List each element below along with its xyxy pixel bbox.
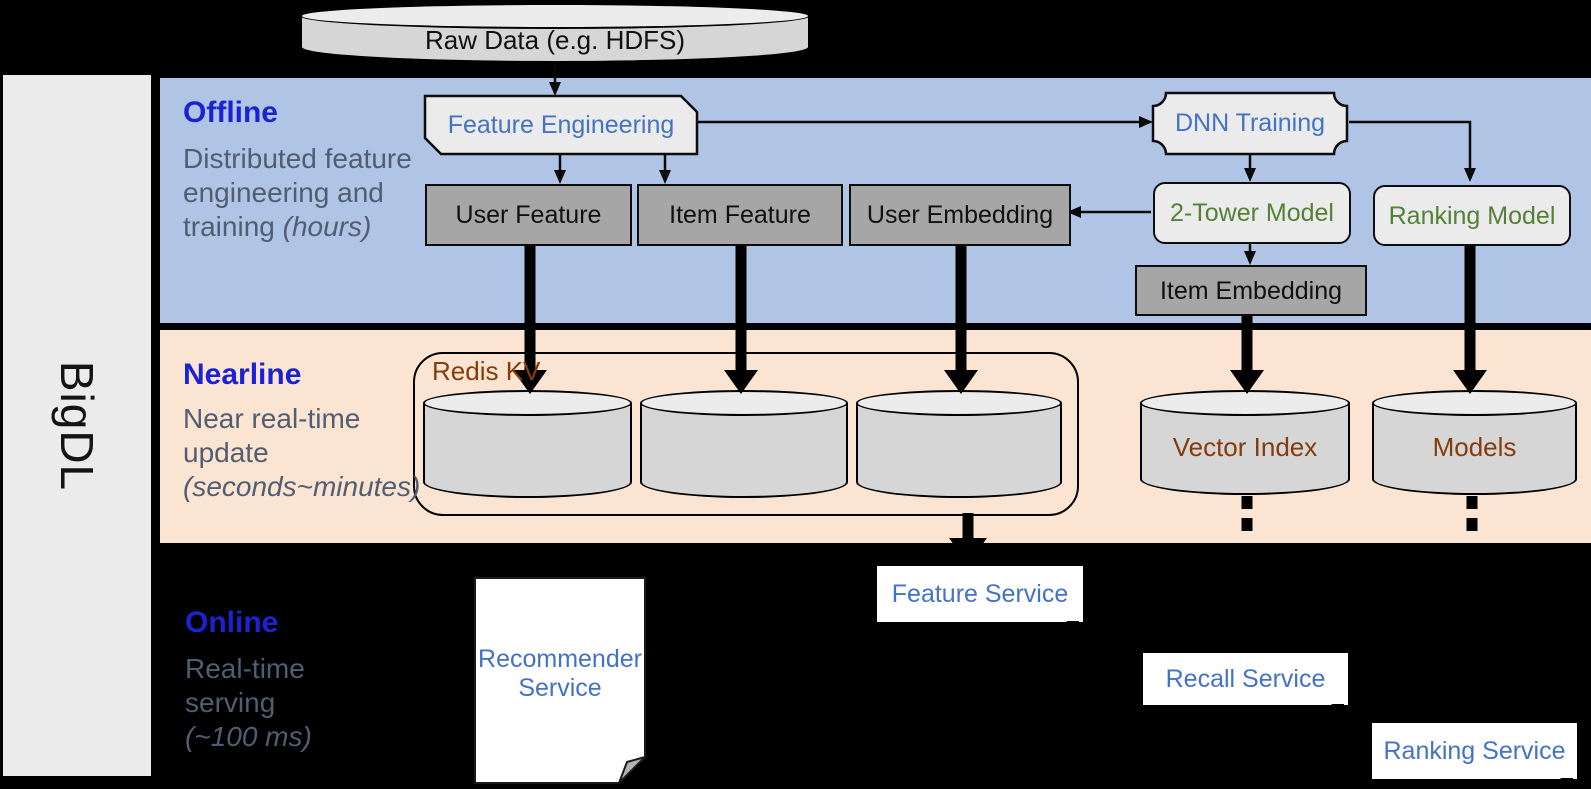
bigdl-brand-label: BigDL bbox=[51, 360, 103, 491]
nearline-subtitle-text: Near real-time update bbox=[183, 403, 361, 468]
kv-store-cylinder-1-top bbox=[423, 390, 632, 416]
kv-store-cylinder-3 bbox=[856, 390, 1062, 498]
offline-subtitle: Distributed feature engineering and trai… bbox=[183, 142, 423, 244]
redis-kv-label: Redis KV bbox=[432, 356, 541, 386]
item-feature-box: Item Feature bbox=[637, 184, 843, 246]
kv-store-cylinder-1 bbox=[423, 390, 632, 498]
feature-service-box: Feature Service bbox=[877, 566, 1083, 632]
vector-index-label: Vector Index bbox=[1172, 432, 1318, 462]
online-title: Online bbox=[185, 606, 279, 639]
user-embedding-box: User Embedding bbox=[849, 184, 1071, 246]
offline-subtitle-text: Distributed feature engineering and trai… bbox=[183, 143, 412, 242]
vector-index-cylinder: Vector Index bbox=[1140, 390, 1350, 495]
dnn-training-label: DNN Training bbox=[1174, 109, 1326, 137]
kv-store-cylinder-3-top bbox=[856, 390, 1062, 416]
kv-store-cylinder-1-body bbox=[423, 403, 632, 498]
ranking-service-box: Ranking Service bbox=[1372, 723, 1577, 789]
user-feature-box: User Feature bbox=[425, 184, 632, 246]
raw-data-cylinder: Raw Data (e.g. HDFS) bbox=[300, 3, 810, 63]
models-cylinder: Models bbox=[1372, 390, 1577, 495]
recall-service-box: Recall Service bbox=[1143, 653, 1348, 715]
item-embedding-box: Item Embedding bbox=[1135, 265, 1367, 316]
online-subtitle-italic: (~100 ms) bbox=[185, 721, 312, 752]
recommender-service-label: Recommender Service bbox=[478, 645, 642, 702]
vector-index-cylinder-body bbox=[1140, 403, 1350, 495]
models-cylinder-top bbox=[1372, 390, 1577, 416]
kv-store-cylinder-3-body bbox=[856, 403, 1062, 498]
offline-title: Offline bbox=[183, 96, 278, 129]
nearline-subtitle-italic: (seconds~minutes) bbox=[183, 471, 421, 502]
kv-store-cylinder-2-body bbox=[640, 403, 848, 498]
bigdl-sidebar: BigDL bbox=[3, 75, 151, 776]
kv-store-cylinder-2 bbox=[640, 390, 848, 498]
online-subtitle-text: Real-time serving bbox=[185, 653, 305, 718]
models-label: Models bbox=[1432, 432, 1517, 462]
offline-subtitle-italic: (hours) bbox=[282, 211, 372, 242]
online-subtitle: Real-time serving (~100 ms) bbox=[185, 652, 345, 754]
vector-index-cylinder-top bbox=[1140, 390, 1350, 416]
nearline-title: Nearline bbox=[183, 358, 302, 391]
raw-data-label: Raw Data (e.g. HDFS) bbox=[424, 24, 686, 55]
kv-store-cylinder-2-top bbox=[640, 390, 848, 416]
ranking-model-box: Ranking Model bbox=[1373, 185, 1571, 246]
nearline-subtitle: Near real-time update (seconds~minutes) bbox=[183, 402, 433, 504]
raw-data-cylinder-top bbox=[300, 3, 810, 29]
feature-engineering-label: Feature Engineering bbox=[447, 110, 675, 139]
two-tower-model-box: 2-Tower Model bbox=[1153, 182, 1351, 244]
recommender-service-doc-fold bbox=[618, 755, 649, 784]
models-cylinder-body bbox=[1372, 403, 1577, 495]
